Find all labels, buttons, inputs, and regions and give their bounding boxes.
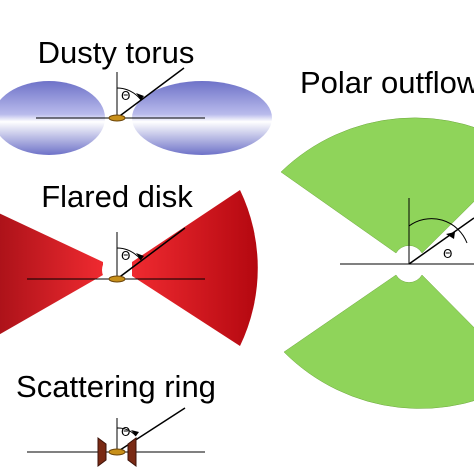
outflow-sightline: [408, 217, 474, 265]
ring-central-source: [108, 448, 126, 456]
outflow-lower-cone: [283, 274, 474, 409]
torus-angle-arc: [116, 87, 142, 101]
ring-left-segment: [97, 437, 107, 467]
torus-sightline: [116, 67, 185, 119]
polar-outflow-label: Polar outflow: [300, 65, 474, 100]
dusty-torus-label: Dusty torus: [38, 35, 195, 70]
scattering-ring-panel: Scattering ring Θ: [16, 369, 216, 467]
disk-central-source: [108, 275, 126, 283]
disk-angle-arc: [116, 247, 142, 261]
disk-theta-label: Θ: [121, 249, 130, 263]
disk-arrowhead: [136, 253, 144, 260]
disk-right-wedge: [132, 190, 258, 346]
flared-disk-panel: Flared disk Θ: [0, 179, 258, 346]
polar-outflow-panel: Polar outflow Θ: [280, 65, 474, 409]
ring-angle-arc: [116, 427, 137, 437]
disk-sightline: [116, 227, 186, 280]
ring-theta-label: Θ: [121, 425, 130, 439]
ring-right-segment: [127, 437, 137, 467]
ring-arrowhead: [131, 430, 139, 436]
outflow-theta-label: Θ: [443, 247, 452, 261]
flared-disk-label: Flared disk: [41, 179, 193, 214]
torus-theta-label: Θ: [121, 89, 130, 103]
outflow-angle-arc: [408, 218, 468, 244]
outflow-arrowhead: [446, 232, 455, 239]
torus-arrowhead: [136, 93, 144, 100]
disk-left-wedge: [0, 213, 103, 335]
scattering-ring-label: Scattering ring: [16, 369, 216, 404]
dusty-torus-panel: Dusty torus Θ: [0, 35, 272, 155]
outflow-upper-cone: [280, 117, 474, 254]
torus-central-source: [108, 114, 126, 122]
